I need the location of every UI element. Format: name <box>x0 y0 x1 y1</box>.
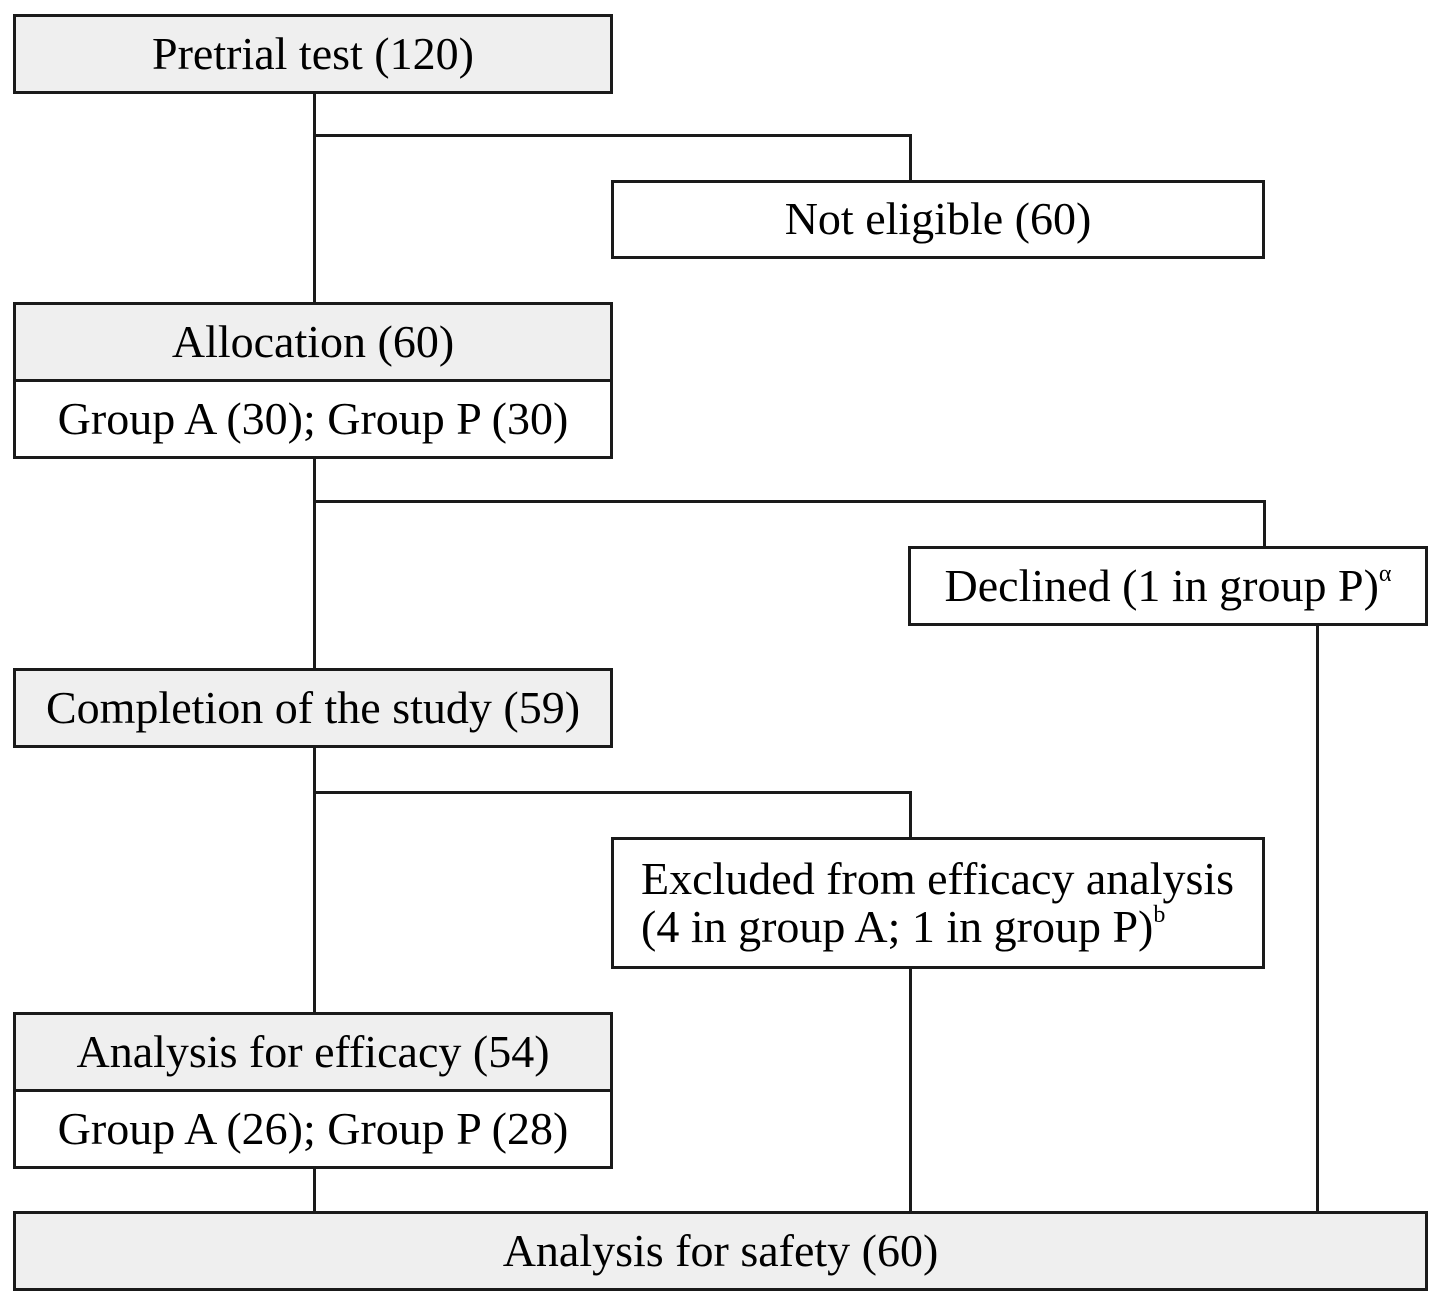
declined-footnote-marker: α <box>1378 560 1392 587</box>
declined-box: Declined (1 in group P)α <box>908 546 1428 626</box>
connector-main-2 <box>313 458 316 669</box>
excluded-label-line1: Excluded from efficacy analysis <box>641 852 1235 904</box>
connector-branch-3-v <box>909 791 912 838</box>
connector-branch-3-h <box>313 791 912 794</box>
connector-branch-1-h <box>313 134 912 137</box>
connector-branch-2-v <box>1263 500 1266 547</box>
connector-efficacy-to-safety <box>313 1167 316 1212</box>
efficacy-label: Analysis for efficacy (54) <box>76 1025 550 1077</box>
allocation-label: Allocation (60) <box>171 315 455 367</box>
not-eligible-label: Not eligible (60) <box>784 193 1092 245</box>
connector-declined-to-safety <box>1316 625 1319 1212</box>
connector-branch-1-v <box>909 134 912 181</box>
not-eligible-box: Not eligible (60) <box>611 180 1265 259</box>
connector-excluded-to-safety <box>909 967 912 1212</box>
connector-main-1 <box>313 92 316 302</box>
excluded-box: Excluded from efficacy analysis (4 in gr… <box>611 837 1265 969</box>
efficacy-box: Analysis for efficacy (54) <box>13 1012 613 1092</box>
pretrial-box: Pretrial test (120) <box>13 14 613 94</box>
safety-box: Analysis for safety (60) <box>13 1211 1428 1291</box>
pretrial-label: Pretrial test (120) <box>152 27 474 79</box>
safety-label: Analysis for safety (60) <box>502 1224 939 1276</box>
connector-main-3 <box>313 747 316 1013</box>
excluded-text-line2: (4 in group A; 1 in group P) <box>641 901 1154 952</box>
allocation-box: Allocation (60) <box>13 302 613 382</box>
declined-text: Declined (1 in group P) <box>944 559 1379 611</box>
excluded-footnote-marker: b <box>1153 902 1166 928</box>
completion-label: Completion of the study (59) <box>45 681 581 733</box>
efficacy-groups-label: Group A (26); Group P (28) <box>57 1102 569 1154</box>
completion-box: Completion of the study (59) <box>13 668 613 748</box>
allocation-groups-box: Group A (30); Group P (30) <box>13 379 613 459</box>
declined-label: Declined (1 in group P)α <box>944 559 1392 611</box>
excluded-label-line2: (4 in group A; 1 in group P)b <box>641 901 1166 952</box>
efficacy-groups-box: Group A (26); Group P (28) <box>13 1089 613 1169</box>
connector-branch-2-h <box>313 500 1266 503</box>
allocation-groups-label: Group A (30); Group P (30) <box>57 392 569 444</box>
